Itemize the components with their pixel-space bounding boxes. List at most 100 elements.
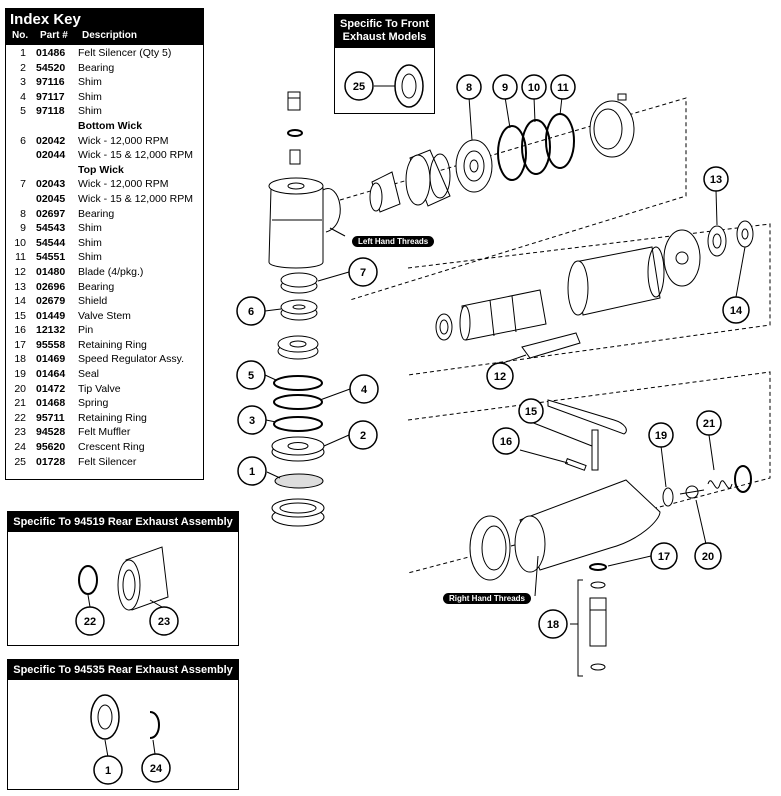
callout-19: 19 bbox=[648, 422, 674, 448]
callout-25: 25 bbox=[344, 71, 374, 101]
svg-text:13: 13 bbox=[710, 174, 722, 186]
front-cap-part bbox=[589, 93, 635, 158]
row-description: Blade (4/pkg.) bbox=[78, 265, 144, 278]
row-description: Bearing bbox=[78, 207, 115, 220]
row-description: Pin bbox=[78, 324, 94, 337]
svg-text:18: 18 bbox=[547, 619, 559, 631]
svg-text:6: 6 bbox=[248, 306, 254, 318]
svg-text:7: 7 bbox=[360, 267, 366, 279]
row-part-number: 01728 bbox=[36, 455, 66, 468]
column-header-part: Part # bbox=[40, 30, 68, 41]
row-description: Wick - 12,000 RPM bbox=[78, 178, 169, 191]
row-part-number: 02696 bbox=[36, 280, 66, 293]
callout-23: 23 bbox=[149, 606, 179, 636]
pin-16-part bbox=[564, 458, 587, 471]
row-description: Felt Silencer bbox=[78, 455, 137, 468]
row-number: 7 bbox=[20, 178, 26, 191]
head-housing-part bbox=[268, 177, 341, 269]
handle-housing-part bbox=[514, 479, 661, 573]
row-number: 3 bbox=[20, 76, 26, 89]
svg-text:12: 12 bbox=[494, 371, 506, 383]
callout-11: 11 bbox=[550, 74, 576, 100]
svg-text:14: 14 bbox=[730, 305, 743, 317]
rear-cap-part bbox=[469, 515, 511, 581]
callout-20: 20 bbox=[694, 542, 722, 570]
row-number: 11 bbox=[15, 251, 26, 264]
felt-silencer-part bbox=[274, 473, 324, 489]
retaining-ring-17-part bbox=[589, 563, 607, 571]
row-description: Shim bbox=[78, 222, 102, 235]
svg-text:24: 24 bbox=[150, 763, 163, 775]
row-number: 4 bbox=[20, 90, 26, 103]
row-number: 25 bbox=[14, 455, 26, 468]
callout-10: 10 bbox=[521, 74, 547, 100]
rear-exhaust-94535-title: Specific To 94535 Rear Exhaust Assembly bbox=[8, 660, 238, 680]
speed-regulator-part bbox=[589, 581, 607, 671]
valve-stem-part bbox=[591, 429, 599, 471]
row-part-number: 02042 bbox=[36, 134, 66, 147]
row-description: Spring bbox=[78, 397, 109, 410]
svg-text:5: 5 bbox=[248, 370, 254, 382]
callout-1-alt: 1 bbox=[93, 755, 123, 785]
shim-10-part bbox=[521, 119, 551, 175]
row-description: Shim bbox=[78, 236, 102, 249]
svg-text:17: 17 bbox=[658, 551, 670, 563]
seal-19-part bbox=[662, 487, 674, 507]
svg-text:23: 23 bbox=[158, 616, 170, 628]
row-part-number: 01468 bbox=[36, 397, 66, 410]
row-number: 10 bbox=[14, 236, 26, 249]
row-number: 22 bbox=[14, 411, 26, 424]
gear-collar-part bbox=[369, 171, 401, 213]
row-number: 15 bbox=[14, 309, 26, 322]
callout-16: 16 bbox=[492, 427, 520, 455]
screw-part bbox=[287, 91, 301, 111]
row-number: 16 bbox=[14, 324, 26, 337]
index-key-subheading: Bottom Wick bbox=[6, 119, 203, 134]
index-key-row: 21 01468 Spring bbox=[6, 396, 203, 411]
row-description: Valve Stem bbox=[78, 309, 131, 322]
shim-5-part bbox=[273, 375, 323, 391]
row-number: 9 bbox=[20, 222, 26, 235]
callout-12: 12 bbox=[486, 362, 514, 390]
index-key-row: 25 01728 Felt Silencer bbox=[6, 455, 203, 470]
svg-text:20: 20 bbox=[702, 551, 714, 563]
row-number: 21 bbox=[14, 397, 26, 410]
callout-8: 8 bbox=[456, 74, 482, 100]
felt-silencer-1-alt-part bbox=[90, 694, 120, 740]
end-cap-part bbox=[271, 498, 325, 527]
shim-3-part bbox=[273, 416, 323, 432]
row-part-number: 97118 bbox=[36, 105, 65, 118]
svg-text:25: 25 bbox=[353, 81, 365, 93]
index-key-title: Index Key bbox=[10, 11, 81, 28]
front-exhaust-title-line1: Specific To Front bbox=[339, 18, 430, 30]
top-wick-part bbox=[280, 272, 318, 294]
row-description: Wick - 15 & 12,000 RPM bbox=[78, 192, 193, 205]
motor-assembly-outline bbox=[407, 223, 771, 376]
row-description: Shim bbox=[78, 76, 102, 89]
front-exhaust-title-line2: Exhaust Models bbox=[342, 31, 427, 43]
row-part-number: 02044 bbox=[36, 149, 66, 162]
svg-text:11: 11 bbox=[557, 82, 569, 94]
svg-text:1: 1 bbox=[249, 466, 255, 478]
callout-18: 18 bbox=[538, 609, 568, 639]
index-key-subheading: Top Wick bbox=[6, 163, 203, 178]
front-assembly-outline bbox=[339, 97, 687, 301]
row-number: 2 bbox=[20, 61, 26, 74]
svg-text:21: 21 bbox=[703, 418, 715, 430]
row-part-number: 97116 bbox=[36, 76, 65, 89]
svg-text:15: 15 bbox=[525, 406, 537, 418]
callout-4: 4 bbox=[349, 374, 379, 404]
row-part-number: 95620 bbox=[36, 441, 66, 454]
row-part-number: 01480 bbox=[36, 265, 66, 278]
